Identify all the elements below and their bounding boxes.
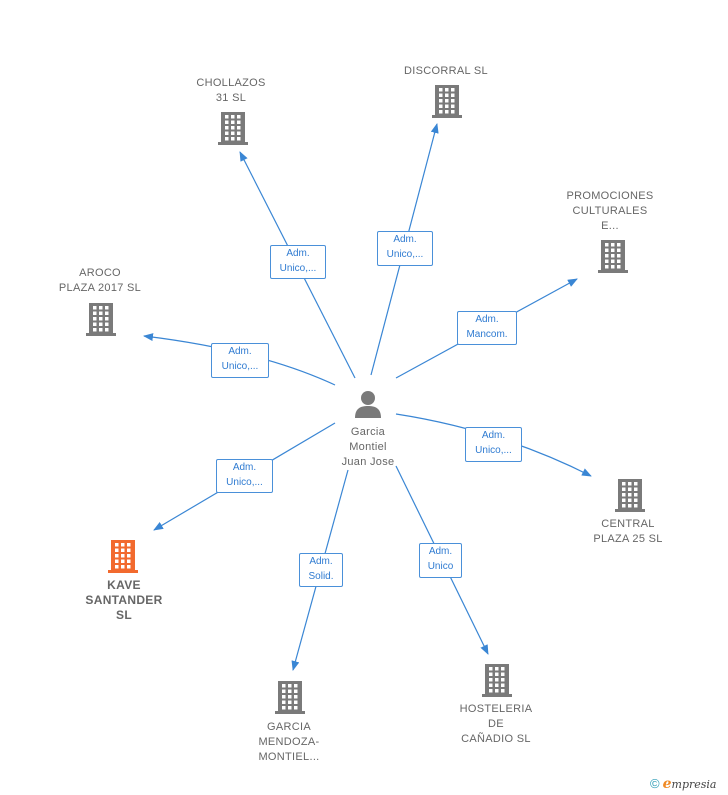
building-icon-aroco[interactable] bbox=[86, 303, 116, 336]
empresia-logo[interactable]: empresia bbox=[662, 776, 717, 792]
company-label-aroco[interactable]: AROCO PLAZA 2017 SL bbox=[58, 267, 142, 294]
building-icon-discorral[interactable] bbox=[432, 85, 462, 118]
copyright-footer: ©empresia bbox=[650, 776, 716, 792]
building-icon-hosteleria[interactable] bbox=[482, 664, 512, 697]
company-label-garcia-mendoza[interactable]: GARCIA MENDOZA- MONTIEL... bbox=[258, 721, 320, 763]
building-icon-chollazos[interactable] bbox=[218, 112, 248, 145]
company-label-discorral[interactable]: DISCORRAL SL bbox=[404, 65, 488, 77]
building-icon-garcia-mendoza[interactable] bbox=[275, 681, 305, 714]
company-label-hosteleria[interactable]: HOSTELERIA DE CAÑADIO SL bbox=[459, 703, 533, 745]
edge-label-garcia-mendoza[interactable]: Adm. Solid. bbox=[299, 553, 343, 587]
company-label-kave[interactable]: KAVE SANTANDER SL bbox=[85, 578, 163, 622]
building-icon-kave[interactable] bbox=[108, 540, 138, 573]
center-person-label[interactable]: Garcia Montiel Juan Jose bbox=[341, 426, 395, 468]
edge-label-hosteleria[interactable]: Adm. Unico bbox=[419, 543, 462, 578]
edge-label-promociones[interactable]: Adm. Mancom. bbox=[457, 311, 517, 345]
company-label-chollazos[interactable]: CHOLLAZOS 31 SL bbox=[196, 77, 266, 104]
person-icon[interactable] bbox=[352, 388, 384, 420]
company-label-promociones[interactable]: PROMOCIONES CULTURALES E... bbox=[566, 190, 654, 232]
edge-label-chollazos[interactable]: Adm. Unico,... bbox=[270, 245, 326, 279]
edge-label-central[interactable]: Adm. Unico,... bbox=[465, 427, 522, 462]
edge-label-discorral[interactable]: Adm. Unico,... bbox=[377, 231, 433, 266]
edge-label-aroco[interactable]: Adm. Unico,... bbox=[211, 343, 269, 378]
company-label-central[interactable]: CENTRAL PLAZA 25 SL bbox=[593, 518, 663, 545]
building-icon-promociones[interactable] bbox=[598, 240, 628, 273]
copyright-icon: © bbox=[650, 776, 660, 791]
edge-label-kave[interactable]: Adm. Unico,... bbox=[216, 459, 273, 493]
building-icon-central[interactable] bbox=[615, 479, 645, 512]
